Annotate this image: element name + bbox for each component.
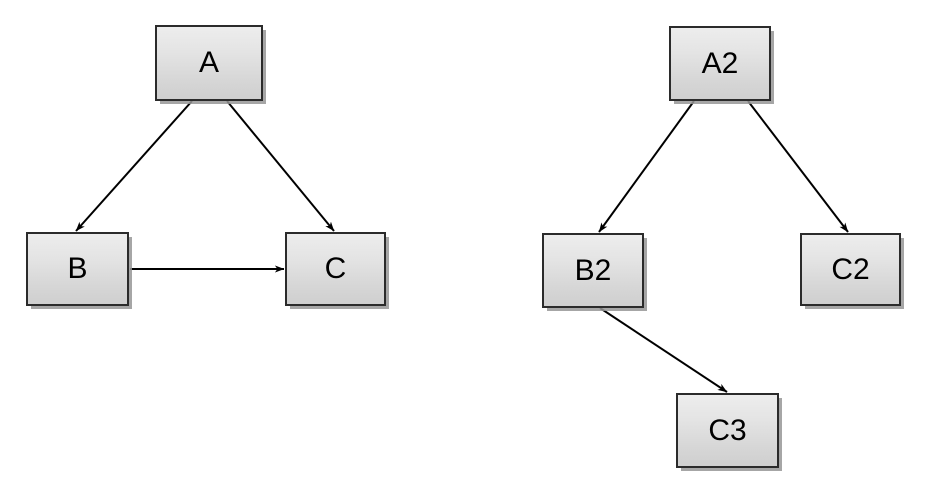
edge-b2-to-c3 bbox=[599, 307, 728, 393]
node-label-a2: A2 bbox=[701, 46, 739, 80]
edge-a-to-c bbox=[226, 100, 335, 232]
node-label-c2: C2 bbox=[831, 252, 870, 286]
edge-a2-to-c2 bbox=[747, 100, 849, 233]
node-c2[interactable]: C2 bbox=[800, 233, 901, 306]
node-label-c: C bbox=[324, 252, 347, 285]
node-a[interactable]: A bbox=[155, 25, 263, 101]
node-label-b: B bbox=[67, 252, 88, 285]
edge-a2-to-b2 bbox=[598, 100, 695, 233]
node-label-b2: B2 bbox=[574, 253, 612, 287]
node-label-a: A bbox=[198, 46, 219, 79]
node-a2[interactable]: A2 bbox=[669, 26, 771, 101]
node-b2[interactable]: B2 bbox=[542, 233, 644, 308]
node-c[interactable]: C bbox=[285, 232, 386, 306]
edge-a-to-b bbox=[75, 100, 193, 232]
node-label-c3: C3 bbox=[708, 413, 747, 447]
node-b[interactable]: B bbox=[26, 232, 129, 306]
node-c3[interactable]: C3 bbox=[676, 393, 779, 468]
